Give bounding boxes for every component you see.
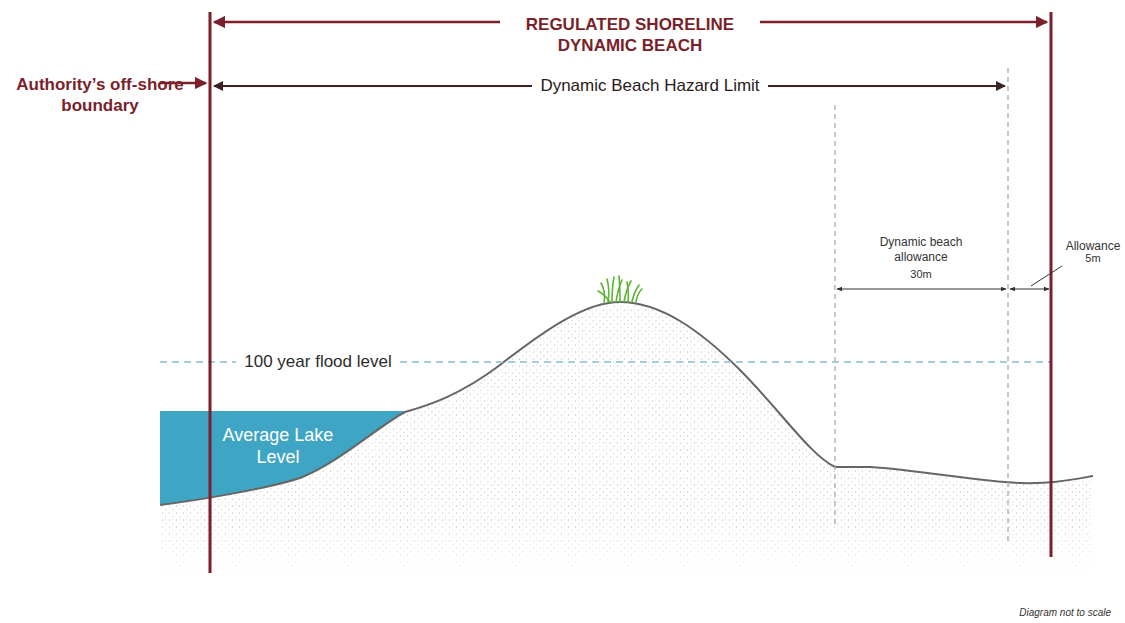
boundary-label: Authority’s off-shore boundary	[15, 74, 185, 117]
ground-profile	[160, 302, 1093, 505]
lake-label: Average Lake Level	[213, 424, 343, 469]
lake-water	[160, 411, 405, 505]
shoreline-heading: REGULATED SHORELINE DYNAMIC BEACH	[500, 14, 760, 57]
dune-grass	[598, 276, 642, 302]
flood-level-label: 100 year flood level	[236, 351, 399, 372]
dynamic-allowance-dimension	[837, 289, 1006, 290]
landward-boundary-line	[1050, 12, 1053, 557]
offshore-boundary-line	[209, 12, 212, 573]
allowance-dimension	[1010, 289, 1049, 290]
hazard-limit-label: Dynamic Beach Hazard Limit	[532, 75, 767, 96]
hazard-limit-dashed-line	[1007, 68, 1008, 545]
dimension-label: Dynamic beach allowance	[866, 235, 976, 265]
dimension-label: Allowance	[1066, 239, 1121, 254]
ground-fade	[150, 520, 1110, 582]
dimension-value: 5m	[1085, 252, 1100, 266]
dimension-value: 30m	[910, 268, 931, 282]
allowance-dashed-line	[834, 105, 835, 525]
allowance-leader	[1031, 266, 1062, 286]
scale-note: Diagram not to scale	[1019, 607, 1111, 620]
